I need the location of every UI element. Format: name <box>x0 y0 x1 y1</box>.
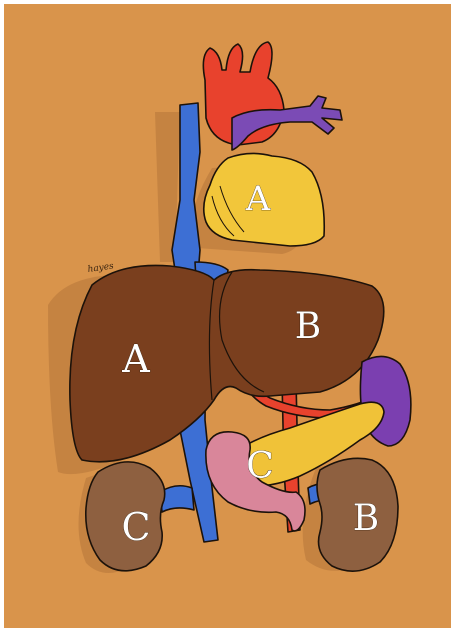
label-kidney-left: C <box>121 505 150 549</box>
label-liver-right: B <box>295 306 321 347</box>
label-liver-left: A <box>121 337 150 381</box>
label-kidney-right: B <box>353 498 379 539</box>
label-pancreas: C <box>246 446 274 487</box>
label-heart: A <box>245 179 271 219</box>
